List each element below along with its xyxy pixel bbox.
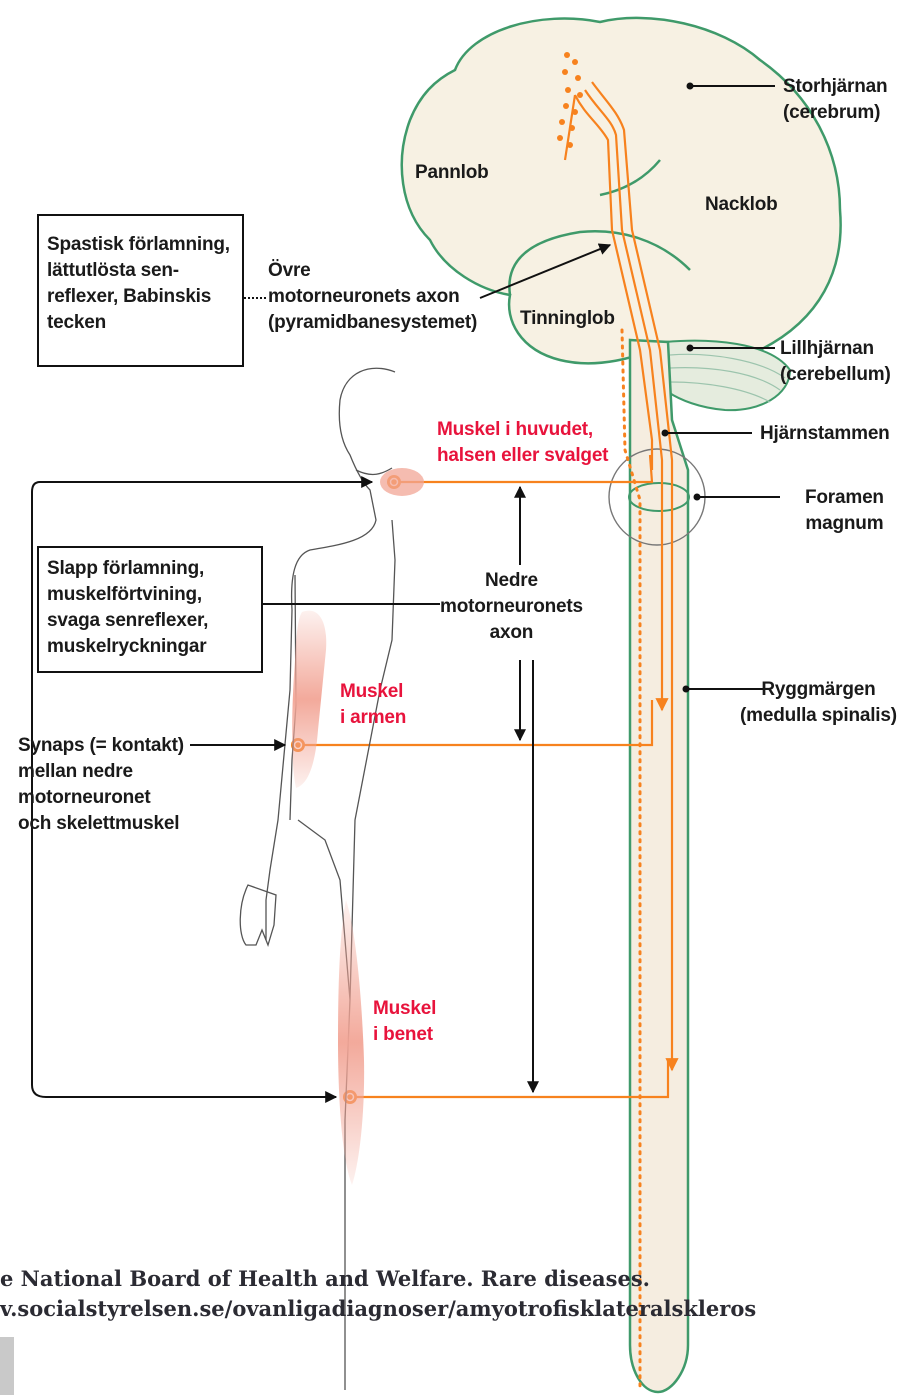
label-nedre-motorneuron: Nedre motorneuronets axon — [440, 568, 583, 646]
label-ovre-motorneuron: Övre motorneuronets axon (pyramidbanesys… — [268, 258, 477, 336]
muscle-leg — [338, 900, 364, 1185]
label-synaps: Synaps (= kontakt) mellan nedre motorneu… — [18, 733, 184, 837]
source-line-1: e National Board of Health and Welfare. … — [0, 1264, 650, 1293]
label-ryggmargen: Ryggmärgen (medulla spinalis) — [740, 677, 897, 729]
muscles — [292, 468, 424, 1185]
label-muscle-leg: Muskel i benet — [373, 996, 436, 1048]
label-lillhjarnan: Lillhjärnan (cerebellum) — [780, 336, 891, 388]
muscle-head — [380, 468, 424, 496]
human-figure — [240, 368, 395, 1390]
label-muscle-head: Muskel i huvudet, halsen eller svalget — [437, 417, 608, 469]
axon-leg — [352, 1060, 668, 1097]
label-foramen-magnum: Foramen magnum — [805, 485, 884, 537]
text-flaccid-paralysis: Slapp förlamning, muskelförtvining, svag… — [47, 556, 208, 660]
label-muscle-arm: Muskel i armen — [340, 679, 406, 731]
cerebellum — [665, 341, 790, 410]
muscle-arm — [292, 611, 326, 788]
label-tinninglob: Tinninglob — [520, 306, 615, 332]
cropped-gray-element — [0, 1337, 14, 1395]
label-hjarnstammen: Hjärnstammen — [760, 421, 890, 447]
label-nacklob: Nacklob — [705, 192, 778, 218]
label-storhjarnan: Storhjärnan (cerebrum) — [783, 74, 887, 126]
label-pannlob: Pannlob — [415, 160, 489, 186]
text-spastic-paralysis: Spastisk förlamning, lättutlösta sen- re… — [47, 232, 230, 336]
source-line-2: v.socialstyrelsen.se/ovanligadiagnoser/a… — [0, 1294, 756, 1323]
